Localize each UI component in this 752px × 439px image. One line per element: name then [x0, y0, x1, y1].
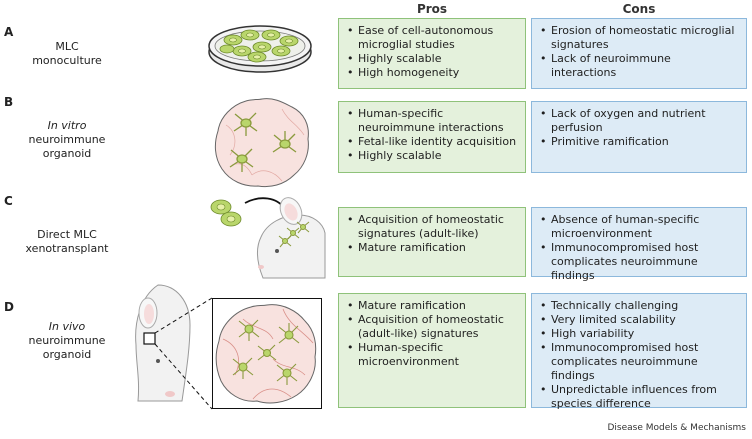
row-b-label-line2: organoid	[42, 147, 92, 160]
row-c-label-line1: Direct MLC	[37, 228, 97, 241]
row-c-cons-box: Absence of human-specific microenvironme…	[531, 207, 747, 282]
row-a-letter: A	[4, 25, 14, 39]
row-d-label-italic: In vivo	[48, 320, 86, 333]
row-c-letter: C	[4, 194, 13, 208]
row-b-pros-box: Human-specific neuroimmune interactions …	[338, 101, 526, 173]
row-c-pro-1: Acquisition of homeostatic signatures (a…	[347, 213, 517, 241]
row-b-label: In vitro neuroimmune organoid	[12, 119, 122, 161]
journal-credit: Disease Models & Mechanisms	[607, 423, 746, 433]
row-d-label-line1: neuroimmune	[28, 334, 106, 347]
row-b-pro-2: Fetal-like identity acquisition	[347, 135, 517, 149]
row-b-label-line1: neuroimmune	[28, 133, 106, 146]
row-b-con-1: Lack of oxygen and nutrient perfusion	[540, 107, 738, 135]
row-d-label: In vivo neuroimmune organoid	[12, 320, 122, 362]
row-a-pro-2: Highly scalable	[347, 52, 517, 66]
row-d-con-4: Immunocompromised host complicates neuro…	[540, 341, 738, 383]
row-d-pro-3: Human-specific microenvironment	[347, 341, 517, 369]
row-c-label-line2: xenotransplant	[25, 242, 109, 255]
row-c-pro-2: Mature ramification	[347, 241, 517, 255]
row-b-label-italic: In vitro	[47, 119, 87, 132]
row-d-label-line2: organoid	[42, 348, 92, 361]
row-d-pros-box: Mature ramification Acquisition of homeo…	[338, 293, 526, 408]
row-d-con-5: Unpredictable influences from species di…	[540, 383, 738, 411]
row-a-cons-box: Erosion of homeostatic microglial signat…	[531, 18, 747, 89]
mouse-head-illustration	[135, 284, 191, 402]
row-d-cons-box: Technically challenging Very limited sca…	[531, 293, 747, 411]
row-d-pro-1: Mature ramification	[347, 299, 517, 313]
vascularized-organoid-illustration	[215, 304, 317, 404]
row-d-con-3: High variability	[540, 327, 738, 341]
row-a-pro-1: Ease of cell-autonomous microglial studi…	[347, 24, 517, 52]
cons-header: Cons	[622, 2, 656, 16]
xenotransplant-illustration	[210, 197, 326, 279]
row-a-con-1: Erosion of homeostatic microglial signat…	[540, 24, 738, 52]
row-c-con-2: Immunocompromised host complicates neuro…	[540, 241, 738, 283]
pros-header: Pros	[416, 2, 448, 16]
row-c-label: Direct MLC xenotransplant	[12, 228, 122, 256]
row-b-cons-box: Lack of oxygen and nutrient perfusion Pr…	[531, 101, 747, 173]
row-a-label-line1: MLC	[55, 40, 79, 53]
row-a-pro-3: High homogeneity	[347, 66, 517, 80]
row-b-pro-1: Human-specific neuroimmune interactions	[347, 107, 517, 135]
row-d-letter: D	[4, 300, 14, 314]
row-c-con-1: Absence of human-specific microenvironme…	[540, 213, 738, 241]
row-d-con-2: Very limited scalability	[540, 313, 738, 327]
row-d-con-1: Technically challenging	[540, 299, 738, 313]
row-b-letter: B	[4, 95, 14, 109]
row-a-con-2: Lack of neuroimmune interactions	[540, 52, 738, 80]
row-a-label: MLC monoculture	[12, 40, 122, 68]
organoid-illustration	[214, 98, 309, 188]
row-b-pro-3: Highly scalable	[347, 149, 517, 163]
row-a-pros-box: Ease of cell-autonomous microglial studi…	[338, 18, 526, 89]
row-b-con-2: Primitive ramification	[540, 135, 738, 149]
row-c-pros-box: Acquisition of homeostatic signatures (a…	[338, 207, 526, 277]
petri-dish-illustration	[208, 25, 312, 73]
row-a-label-line2: monoculture	[32, 54, 102, 67]
row-d-pro-2: Acquisition of homeostatic (adult-like) …	[347, 313, 517, 341]
